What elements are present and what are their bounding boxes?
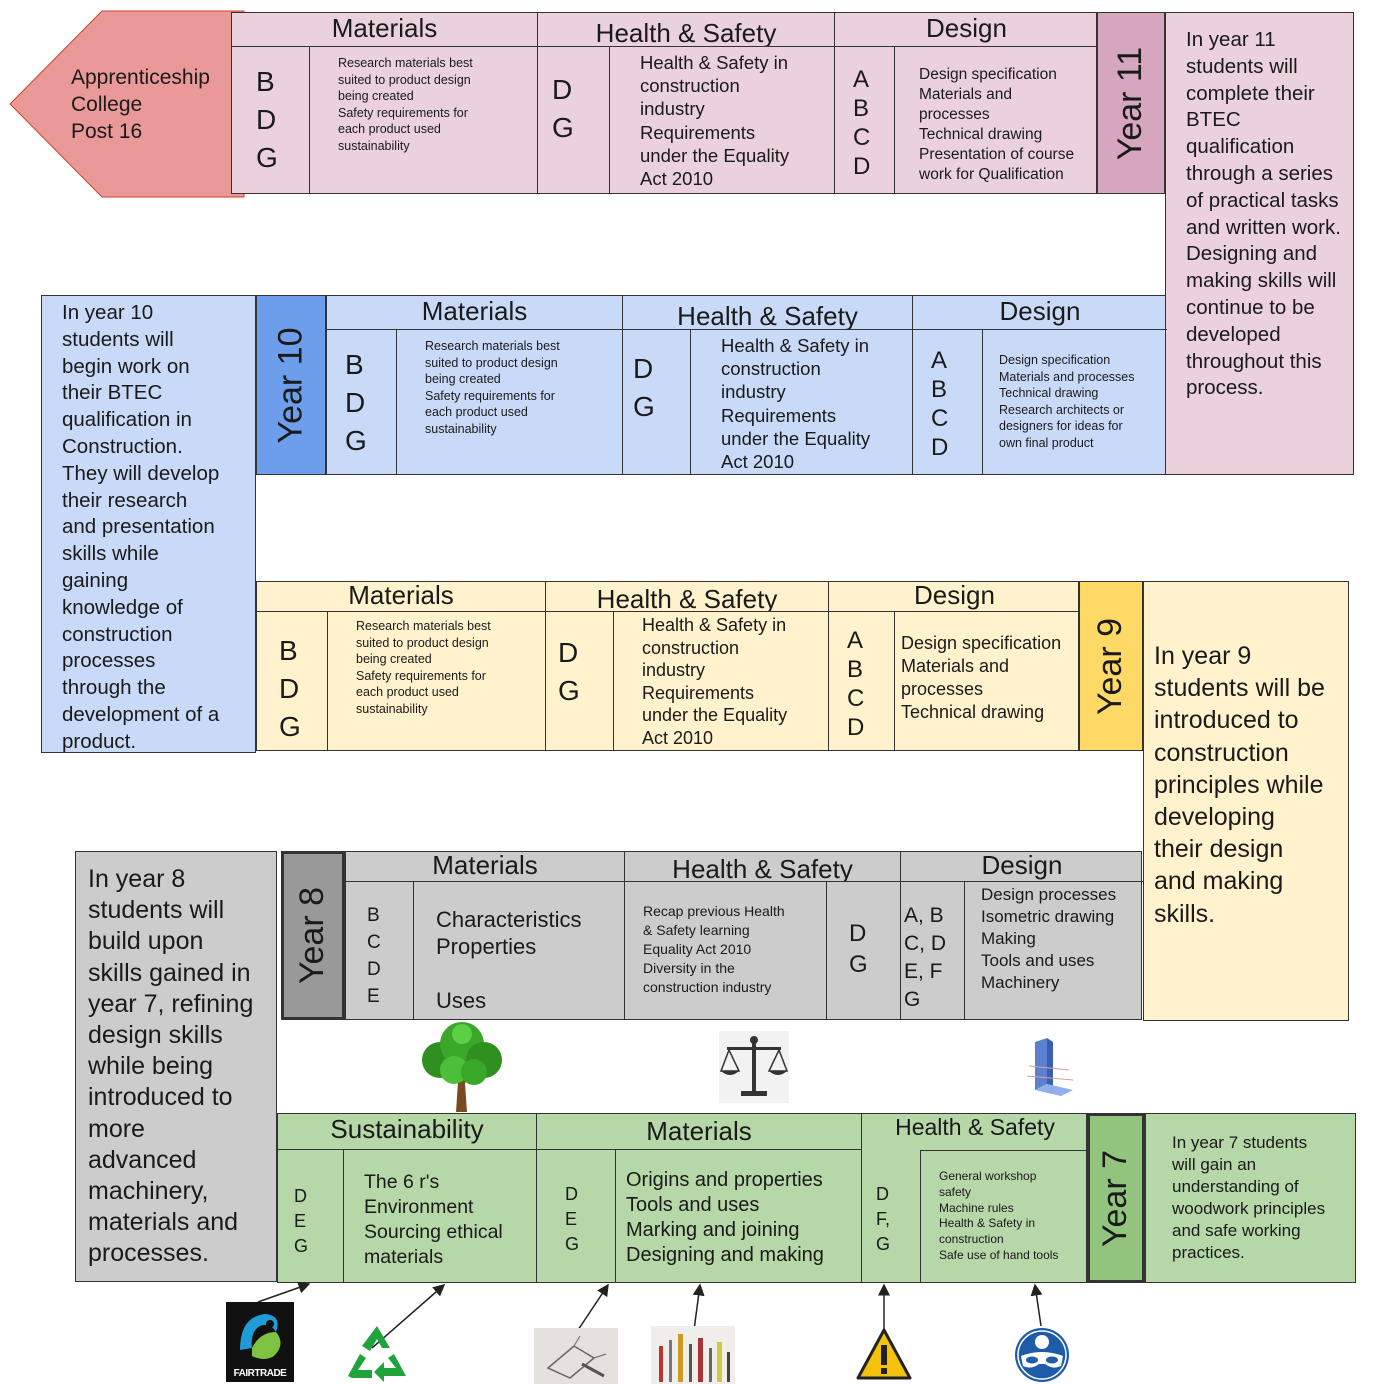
year11-materials-header: Materials (232, 13, 538, 47)
year10-design-grades: A B C D (913, 330, 983, 474)
year9-design-grades: A B C D (829, 612, 895, 750)
year10-description: In year 10 students will begin work on t… (41, 295, 256, 753)
year8-materials-grades: B C D E (346, 882, 414, 1019)
year7-table: Sustainability Materials Health & Safety… (277, 1113, 1088, 1283)
recycle-icon (348, 1326, 406, 1382)
year8-materials-text: Characteristics Properties Uses (414, 882, 625, 1019)
year10-tab: Year 10 (256, 295, 326, 475)
year9-materials-grades: B D G (257, 612, 328, 750)
year11-design-grades: A B C D (835, 47, 895, 193)
year11-design-text: Design specification Materials and proce… (919, 66, 1075, 183)
scales-of-justice-icon (719, 1031, 789, 1103)
year7-health-text: General workshop safety Machine rules He… (921, 1150, 1088, 1282)
year8-design-header: Design (901, 852, 1143, 882)
year7-description: In year 7 students will gain an understa… (1145, 1113, 1356, 1283)
year8-table: Materials Health & Safety Design B C D E… (345, 851, 1143, 1020)
year9-health-text: Health & Safety in construction industry… (614, 612, 829, 750)
year9-design-text: Design specification Materials and proce… (901, 633, 1062, 722)
year8-materials-header: Materials (346, 852, 625, 882)
year11-tab: Year 11 (1097, 12, 1165, 194)
year9-materials-text: Research materials best suited to produc… (328, 612, 546, 750)
year9-design-header: Design (829, 582, 1080, 612)
warning-icon (856, 1328, 912, 1380)
year11-description: In year 11 students will complete their … (1165, 12, 1354, 475)
safety-goggles-icon (1015, 1328, 1069, 1382)
hand-tools-icon (651, 1326, 735, 1384)
year10-design-text: Design specification Materials and proce… (999, 353, 1135, 450)
year8-design-grades: A, B C, D E, F G (901, 882, 965, 1019)
post16-arrow (9, 10, 245, 198)
year7-tab: Year 7 (1087, 1113, 1145, 1283)
year11-health-grades: D G (538, 47, 610, 193)
year8-health-header: Health & Safety (625, 852, 901, 882)
year9-tab: Year 9 (1079, 581, 1143, 751)
year11-design-header: Design (835, 13, 1098, 47)
year7-health-header: Health & Safety (895, 1114, 1055, 1140)
year9-description: In year 9 students will be introduced to… (1143, 581, 1349, 1021)
year8-design-text: Design processes Isometric drawing Makin… (981, 885, 1117, 992)
year7-health-grades: D F, G (862, 1150, 921, 1282)
year8-description: In year 8 students will build upon skill… (75, 851, 277, 1282)
year7-sustainability-header: Sustainability (278, 1114, 537, 1150)
fairtrade-logo: FAIRTRADE (226, 1302, 294, 1382)
year11-materials-text: Research materials best suited to produc… (310, 47, 538, 193)
year10-design-header: Design (913, 296, 1167, 330)
technical-drawing-icon (1026, 1038, 1074, 1096)
year8-health-text: Recap previous Health & Safety learning … (625, 882, 827, 1019)
year9-health-header: Health & Safety (546, 582, 829, 612)
post16-label: Apprenticeship College Post 16 (71, 66, 210, 143)
year10-health-grades: D G (623, 330, 691, 474)
year9-health-grades: D G (546, 612, 614, 750)
year7-materials-grades: D E G (537, 1150, 616, 1282)
year10-health-header: Health & Safety (623, 296, 913, 330)
year11-health-text: Health & Safety in construction industry… (610, 47, 835, 193)
year11-table: Materials Health & Safety Design B D G R… (231, 12, 1098, 194)
year7-sustainability-text: The 6 r's Environment Sourcing ethical m… (344, 1150, 537, 1282)
year9-materials-header: Materials (257, 582, 546, 612)
year9-table: Materials Health & Safety Design B D G R… (256, 581, 1080, 751)
year10-health-text: Health & Safety in construction industry… (691, 330, 913, 474)
year10-materials-text: Research materials best suited to produc… (397, 330, 623, 474)
year8-tab: Year 8 (281, 851, 345, 1020)
year7-materials-header: Materials (537, 1114, 862, 1150)
year10-materials-grades: B D G (327, 330, 397, 474)
year8-health-grades: D G (827, 882, 901, 1019)
year11-health-header: Health & Safety (538, 13, 835, 47)
tree-icon (422, 1022, 502, 1112)
year7-materials-text: Origins and properties Tools and uses Ma… (616, 1150, 862, 1282)
year10-table: Materials Health & Safety Design B D G R… (326, 295, 1167, 475)
sketch-icon (534, 1328, 618, 1384)
year10-materials-header: Materials (327, 296, 623, 330)
year7-sustainability-grades: D E G (278, 1150, 344, 1282)
year11-materials-grades: B D G (232, 47, 310, 193)
